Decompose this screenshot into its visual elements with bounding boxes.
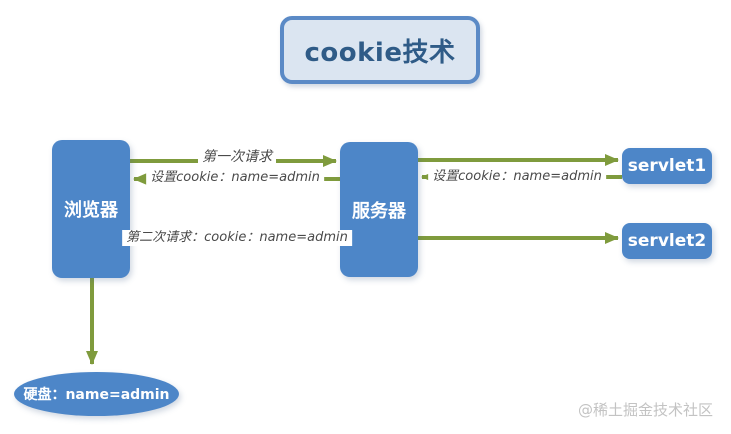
browser-node-label: 浏览器 xyxy=(64,200,118,221)
disk-ellipse-node: 硬盘：name=admin xyxy=(14,372,179,416)
servlet1-node: servlet1 xyxy=(622,148,712,184)
watermark: @稀土掘金技术社区 xyxy=(578,401,714,419)
servlet1-node-label: servlet1 xyxy=(627,156,707,176)
edge-label-set-cookie-to-browser: 设置cookie：name=admin xyxy=(146,170,324,186)
disk-node-label: 硬盘：name=admin xyxy=(23,387,170,403)
edge-label-first-request: 第一次请求 xyxy=(198,149,276,165)
edge-label-set-cookie-to-server: 设置cookie：name=admin xyxy=(428,169,606,185)
servlet2-node: servlet2 xyxy=(622,223,712,259)
page-title: cookie技术 xyxy=(304,37,456,68)
servlet2-node-label: servlet2 xyxy=(627,231,707,251)
browser-node: 浏览器 xyxy=(52,140,130,278)
edge-label-second-request: 第二次请求：cookie：name=admin xyxy=(122,230,352,246)
title-box: cookie技术 xyxy=(280,16,480,84)
server-node: 服务器 xyxy=(340,142,418,277)
server-node-label: 服务器 xyxy=(352,200,406,222)
